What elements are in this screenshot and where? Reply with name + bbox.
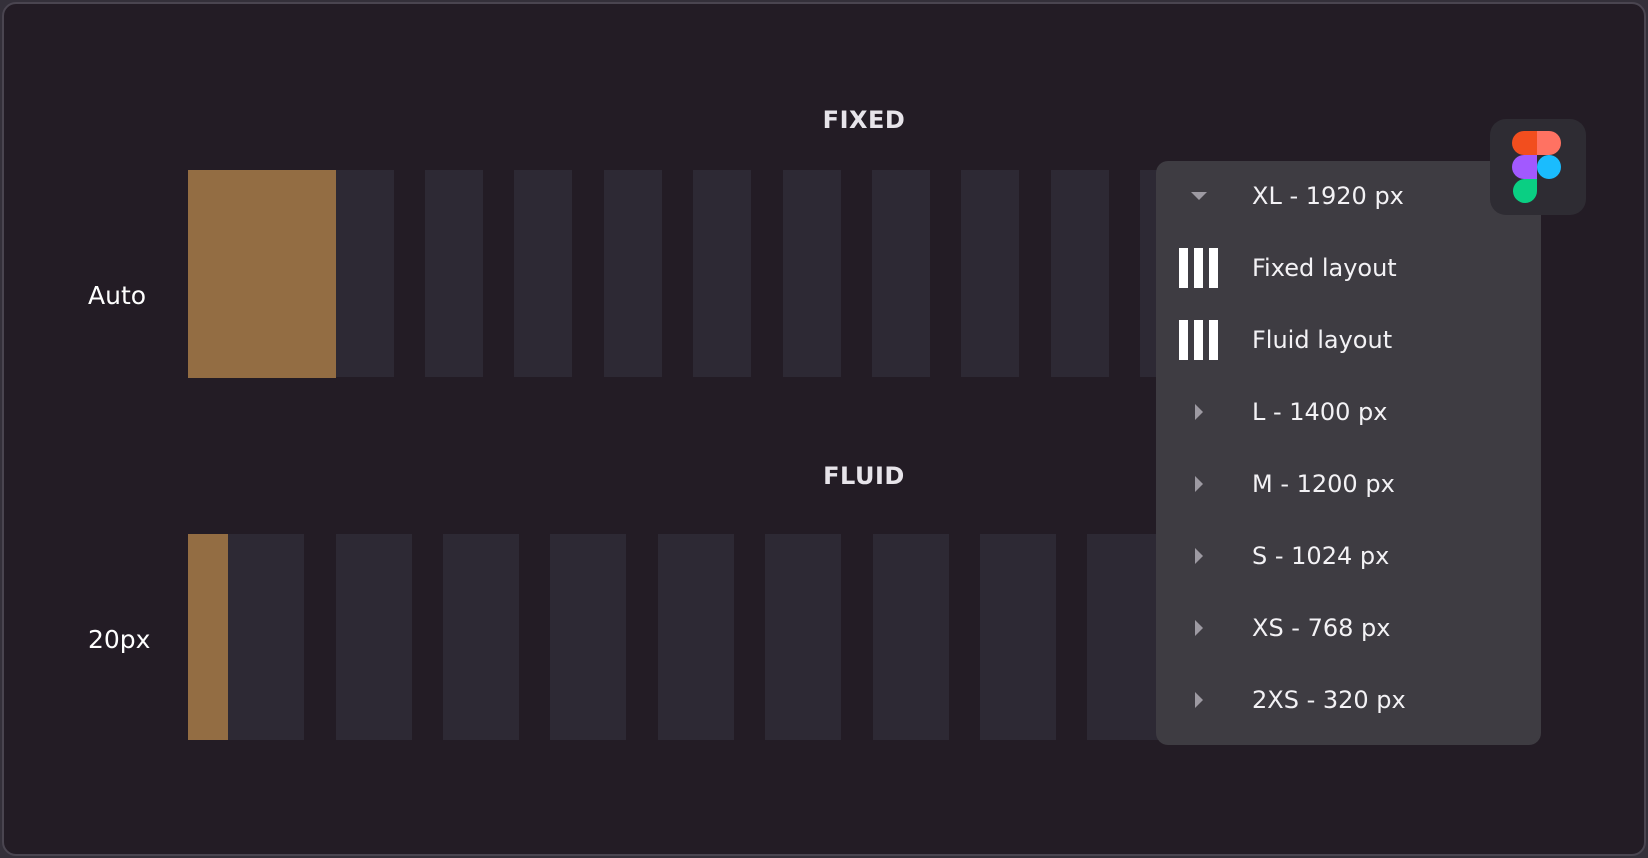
figma-logo-icon	[1512, 131, 1562, 203]
chevron-right-icon	[1178, 535, 1220, 577]
chevron-right-icon	[1178, 607, 1220, 649]
grid-column	[765, 534, 841, 740]
menu-item-label: S - 1024 px	[1252, 542, 1390, 570]
section-title-fixed: FIXED	[822, 106, 906, 134]
figma-badge[interactable]	[1490, 119, 1586, 215]
grid-column	[693, 170, 751, 377]
menu-item-label: XL - 1920 px	[1252, 182, 1404, 210]
columns-icon	[1178, 319, 1220, 361]
menu-item-2xs[interactable]: 2XS - 320 px	[1156, 665, 1541, 735]
grid-column	[658, 534, 734, 740]
row-label-auto: Auto	[88, 281, 147, 310]
row-label-20px: 20px	[88, 625, 151, 654]
highlight-margin-fixed	[188, 170, 336, 378]
grid-column	[872, 170, 930, 377]
menu-item-label: XS - 768 px	[1252, 614, 1391, 642]
grid-column	[604, 170, 662, 377]
grid-column	[336, 534, 412, 740]
menu-item-s[interactable]: S - 1024 px	[1156, 521, 1541, 591]
menu-item-fluid-layout[interactable]: Fluid layout	[1156, 305, 1541, 375]
menu-item-label: L - 1400 px	[1252, 398, 1388, 426]
grid-column	[783, 170, 841, 377]
menu-item-m[interactable]: M - 1200 px	[1156, 449, 1541, 519]
grid-column	[980, 534, 1056, 740]
chevron-right-icon	[1178, 463, 1220, 505]
grid-column	[550, 534, 626, 740]
menu-item-xl[interactable]: XL - 1920 px	[1156, 161, 1541, 231]
section-title-fluid: FLUID	[823, 462, 905, 490]
grid-column	[1051, 170, 1109, 377]
menu-item-fixed-layout[interactable]: Fixed layout	[1156, 233, 1541, 303]
grid-column	[336, 170, 394, 377]
highlight-margin-fluid	[188, 534, 228, 740]
grid-column	[961, 170, 1019, 377]
grid-column	[228, 534, 304, 740]
grid-column	[514, 170, 572, 377]
grid-column	[425, 170, 483, 377]
menu-item-xs[interactable]: XS - 768 px	[1156, 593, 1541, 663]
menu-item-l[interactable]: L - 1400 px	[1156, 377, 1541, 447]
grid-column	[1087, 534, 1163, 740]
chevron-down-icon	[1178, 175, 1220, 217]
grid-column	[443, 534, 519, 740]
menu-item-label: Fluid layout	[1252, 326, 1393, 354]
chevron-right-icon	[1178, 679, 1220, 721]
chevron-right-icon	[1178, 391, 1220, 433]
layout-grid-menu: XL - 1920 px Fixed layout Fl	[1156, 161, 1541, 745]
menu-item-label: 2XS - 320 px	[1252, 686, 1406, 714]
columns-icon	[1178, 247, 1220, 289]
menu-item-label: M - 1200 px	[1252, 470, 1395, 498]
menu-item-label: Fixed layout	[1252, 254, 1397, 282]
grid-column	[873, 534, 949, 740]
